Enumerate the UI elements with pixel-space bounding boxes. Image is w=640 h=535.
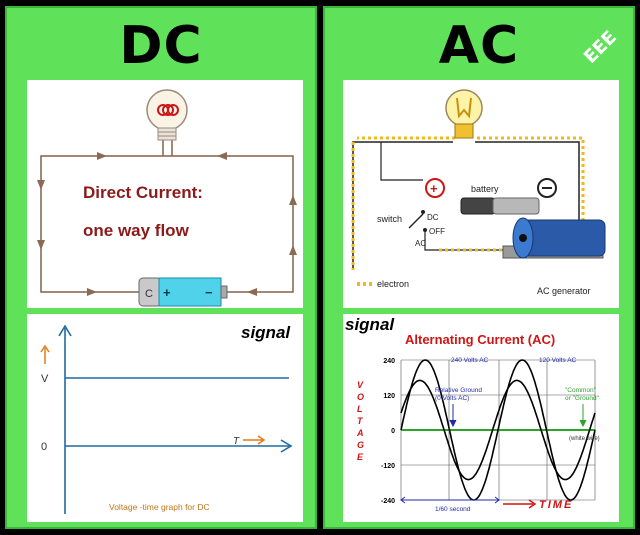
ac-xlabel: TIME [539, 499, 573, 511]
ac-sine-chart: signal Alternating Current (AC) VOLTAGE … [345, 315, 600, 513]
dc-axis-v-label: V [41, 373, 49, 385]
ac-circuit-panel: + battery switch DC OFF AC [343, 80, 619, 308]
annot-period: 1/60 second [435, 506, 471, 513]
ac-ylabel-letter: V [357, 380, 364, 390]
svg-text:C: C [145, 288, 153, 300]
ac-ylabel-letter: O [357, 392, 364, 402]
svg-text:−: − [205, 285, 213, 300]
ac-ytick-label: 240 [383, 358, 395, 365]
ac-battery-label: battery [471, 184, 499, 194]
dc-axis-t-label: T [233, 436, 240, 447]
ac-circuit-diagram: + battery switch DC OFF AC [351, 89, 606, 296]
dc-half: DC [5, 6, 317, 529]
annot-white-wire: (white wire) [569, 436, 600, 442]
battery-icon: C + − [138, 277, 228, 307]
ac-ylabel-letter: A [356, 428, 364, 438]
electron-legend: electron [357, 279, 409, 289]
annot-ground-1: Relative Ground [435, 387, 482, 394]
bulb-icon [146, 89, 188, 141]
ac-ytick-label: 120 [383, 393, 395, 400]
dc-flow-arrows [37, 152, 297, 296]
annot-240v: 240 Volts AC [451, 357, 489, 364]
dc-voltage-time-graph: signal V 0 T Voltage -time graph for DC [40, 323, 293, 514]
ac-series-line-2 [400, 379, 596, 481]
dc-signal-label: signal [241, 323, 291, 342]
dc-circuit-panel: Direct Current: one way flow C + − [27, 80, 303, 308]
svg-text:+: + [430, 181, 438, 196]
annot-common-2: or "Ground" [565, 395, 600, 402]
ac-signal-label: signal [345, 315, 395, 334]
ac-generator-icon: AC generator [502, 217, 606, 296]
ac-chart-title: Alternating Current (AC) [405, 332, 555, 347]
ac-yticks: 240 120 0 -120 -240 [381, 358, 395, 505]
svg-text:OFF: OFF [429, 227, 445, 236]
annot-120v: 120 Volts AC [539, 357, 577, 364]
ac-ylabel-letter: L [357, 404, 363, 414]
dc-text-one-way-flow: one way flow [83, 221, 190, 240]
ac-ylabel-letter: E [357, 452, 364, 462]
ac-bulb-icon [445, 89, 483, 139]
ac-generator-label: AC generator [537, 286, 591, 296]
ac-battery-icon: + battery [425, 178, 557, 215]
annot-ground-2: (0 Volts AC) [435, 395, 469, 402]
ac-ylabel-letter: G [357, 440, 364, 450]
electron-label: electron [377, 279, 409, 289]
ac-half: AC EEE [323, 6, 635, 529]
svg-text:DC: DC [427, 213, 439, 222]
ac-ytick-label: 0 [391, 428, 395, 435]
ac-series [400, 359, 596, 501]
ac-ytick-label: -120 [381, 463, 395, 470]
dc-axis-zero-label: 0 [41, 441, 47, 453]
svg-text:AC: AC [415, 239, 426, 248]
ac-series-line-1 [400, 359, 596, 501]
dc-graph-caption: Voltage -time graph for DC [109, 502, 210, 512]
ac-switch-icon: switch DC OFF AC [377, 210, 445, 248]
dc-title: DC [119, 16, 203, 76]
annot-common-1: "Common" [565, 387, 597, 394]
ac-title: AC [438, 16, 520, 76]
dc-circuit-diagram: Direct Current: one way flow C + − [37, 89, 297, 307]
dc-text-direct-current: Direct Current: [83, 183, 203, 202]
ac-ylabel-letter: T [357, 416, 364, 426]
svg-text:+: + [163, 285, 171, 300]
ac-ytick-label: -240 [381, 498, 395, 505]
ac-switch-label: switch [377, 214, 402, 224]
dc-graph-panel: signal V 0 T Voltage -time graph for DC [27, 314, 303, 522]
